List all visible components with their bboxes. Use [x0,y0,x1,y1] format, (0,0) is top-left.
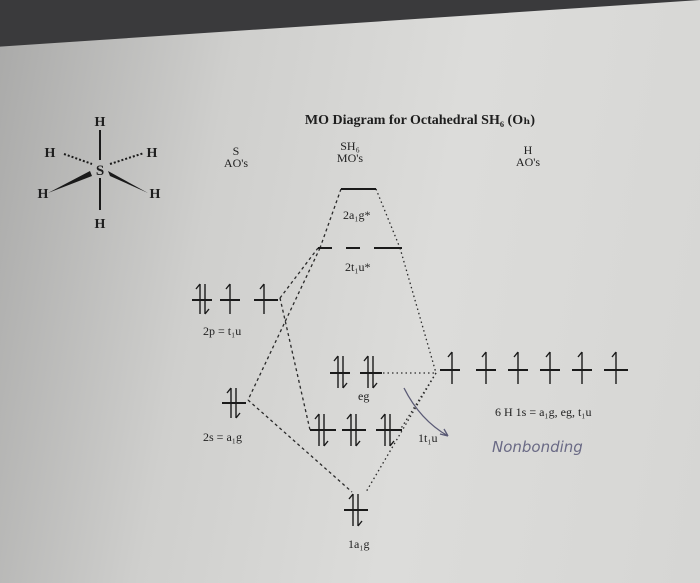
label-1a1g: 1a₁g [348,537,370,551]
sh6-mo-header: MO's [337,151,363,165]
label-eg: eg [358,389,369,403]
bond-wedge-left [48,171,92,193]
h-atom-top: H [95,115,106,130]
h-atom-left: H [45,146,56,161]
h-atom-lower-left: H [38,187,49,202]
label-2a1g-star: 2a₁g* [343,208,371,222]
electrons-eg [333,355,378,389]
s-atom-center: S [96,163,104,179]
electrons-h-1s [447,351,617,384]
label-2t1u-star: 2t₁u* [345,260,371,274]
nonbonding-annotation: Nonbonding [492,438,583,456]
sh6-mo-header-formula: SH₆ [340,139,360,153]
h-atom-right: H [147,146,158,161]
correlation-lines [247,188,437,493]
s-ao-header-element: S [233,144,240,158]
annotation-arrow [403,387,449,437]
bond-wedge-right [108,171,148,193]
bond-hash-left [63,153,93,165]
label-1t1u: 1t₁u [418,431,438,445]
label-s-2p: 2p = t₁u [203,324,241,338]
electrons-1a1g [348,493,363,527]
s-ao-header: AO's [224,156,248,170]
bond-hash-right [109,152,145,165]
sh6-molecule-structure: H H H S H H H [38,115,161,232]
electrons-1t1u [314,413,395,447]
label-h-1s-symmetry: 6 H 1s = a₁g, eg, t₁u [495,405,591,419]
h-atom-lower-right: H [150,187,161,202]
h-ao-header-element: H [524,143,533,157]
h-ao-header: AO's [516,155,540,169]
electrons-s-2p [195,283,265,315]
diagram-title: MO Diagram for Octahedral SH₆ (Oₕ) [305,113,535,128]
label-s-2s: 2s = a₁g [203,430,242,444]
h-atom-bottom: H [95,217,106,232]
electrons-s-2s [226,387,241,419]
